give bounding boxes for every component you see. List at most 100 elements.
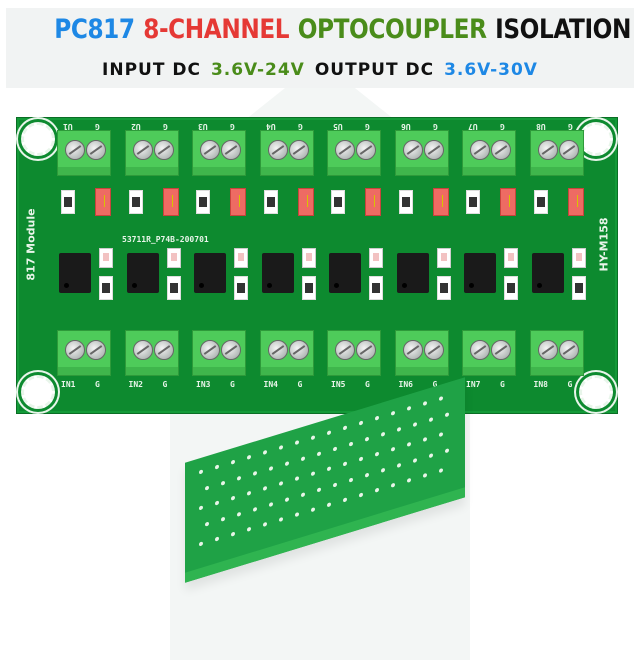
input-ground-label: G <box>500 380 505 389</box>
input-ground-label: G <box>568 380 573 389</box>
jumper-icon <box>95 188 111 216</box>
solder-pad-icon <box>279 517 283 522</box>
output-screw-terminal <box>530 130 584 176</box>
resistor-icon <box>234 276 248 300</box>
solder-pad-icon <box>285 461 289 466</box>
resistor-icon <box>369 276 383 300</box>
output-screw-terminal <box>462 130 516 176</box>
screw-icon <box>538 140 558 160</box>
screw-icon <box>86 340 106 360</box>
solder-pad-icon <box>205 521 209 526</box>
pcb-board-top: 817 Module HY-M158 53711R_P74B-200701 U1… <box>16 117 618 414</box>
solder-pad-icon <box>263 450 267 455</box>
solder-pad-icon <box>247 527 251 532</box>
screw-icon <box>424 140 444 160</box>
solder-pad-icon <box>237 512 241 517</box>
optocoupler-chip-icon <box>194 253 226 293</box>
output-screw-terminal <box>192 130 246 176</box>
resistor-icon <box>399 190 413 214</box>
screw-icon <box>470 340 490 360</box>
optocoupler-chip-icon <box>262 253 294 293</box>
input-screw-terminal <box>125 330 179 376</box>
solder-pad-icon <box>445 412 449 417</box>
screw-icon <box>221 340 241 360</box>
input-ground-label: G <box>230 380 235 389</box>
screw-icon <box>538 340 558 360</box>
screw-icon <box>154 140 174 160</box>
solder-pad-icon <box>391 483 395 488</box>
screw-icon <box>133 140 153 160</box>
screw-icon <box>200 340 220 360</box>
title-part: 8-CHANNEL <box>143 14 289 45</box>
solder-pad-icon <box>333 482 337 487</box>
title-part: PC817 <box>54 14 134 45</box>
resistor-icon <box>437 276 451 300</box>
title-part: ISOLATION <box>495 14 631 45</box>
solder-pad-icon <box>311 507 315 512</box>
led-icon <box>437 248 451 268</box>
spec-part: INPUT DC <box>102 60 201 80</box>
solder-pad-icon <box>407 406 411 411</box>
input-terminal-label: IN3 <box>196 380 210 389</box>
spec-part: OUTPUT DC <box>315 60 434 80</box>
solder-pad-icon <box>199 541 203 546</box>
mount-hole-icon <box>21 122 55 156</box>
screw-icon <box>356 140 376 160</box>
screw-icon <box>200 140 220 160</box>
led-icon <box>302 248 316 268</box>
solder-pad-icon <box>423 401 427 406</box>
input-ground-label: G <box>298 380 303 389</box>
screw-icon <box>289 140 309 160</box>
jumper-icon <box>500 188 516 216</box>
resistor-icon <box>196 190 210 214</box>
solder-pad-icon <box>343 425 347 430</box>
screw-icon <box>65 140 85 160</box>
jumper-icon <box>163 188 179 216</box>
input-screw-terminal <box>462 330 516 376</box>
screw-icon <box>491 140 511 160</box>
screw-icon <box>268 140 288 160</box>
solder-pad-icon <box>269 502 273 507</box>
solder-pad-icon <box>407 478 411 483</box>
resistor-icon <box>504 276 518 300</box>
solder-pad-icon <box>349 441 353 446</box>
optocoupler-chip-icon <box>532 253 564 293</box>
solder-pad-icon <box>413 458 417 463</box>
resistor-icon <box>572 276 586 300</box>
output-screw-terminal <box>327 130 381 176</box>
solder-pad-icon <box>295 476 299 481</box>
solder-pad-icon <box>423 437 427 442</box>
solder-pad-icon <box>263 522 267 527</box>
solder-pad-icon <box>327 430 331 435</box>
solder-pad-icon <box>199 469 203 474</box>
output-screw-terminal <box>395 130 449 176</box>
solder-pad-icon <box>397 427 401 432</box>
module-label: 817 Module <box>25 208 38 280</box>
input-ground-label: G <box>163 380 168 389</box>
solder-pad-icon <box>375 487 379 492</box>
screw-icon <box>335 140 355 160</box>
title-banner: PC8178-CHANNELOPTOCOUPLERISOLATIONMODULE… <box>6 8 634 88</box>
input-terminal-label: IN1 <box>61 380 75 389</box>
optocoupler-chip-icon <box>59 253 91 293</box>
solder-pad-icon <box>301 492 305 497</box>
solder-pad-icon <box>317 487 321 492</box>
led-icon <box>99 248 113 268</box>
input-terminal-label: IN5 <box>331 380 345 389</box>
solder-pad-icon <box>391 411 395 416</box>
resistor-icon <box>99 276 113 300</box>
input-terminal-label: IN8 <box>534 380 548 389</box>
title-part: OPTOCOUPLER <box>298 14 487 45</box>
solder-pad-icon <box>295 440 299 445</box>
resistor-icon <box>129 190 143 214</box>
mount-hole-icon <box>21 375 55 409</box>
solder-pad-icon <box>285 497 289 502</box>
solder-pad-icon <box>199 505 203 510</box>
solder-pad-icon <box>269 466 273 471</box>
screw-icon <box>221 140 241 160</box>
resistor-icon <box>302 276 316 300</box>
screw-icon <box>268 340 288 360</box>
solder-pad-icon <box>215 500 219 505</box>
led-icon <box>572 248 586 268</box>
input-terminal-label: IN7 <box>466 380 480 389</box>
